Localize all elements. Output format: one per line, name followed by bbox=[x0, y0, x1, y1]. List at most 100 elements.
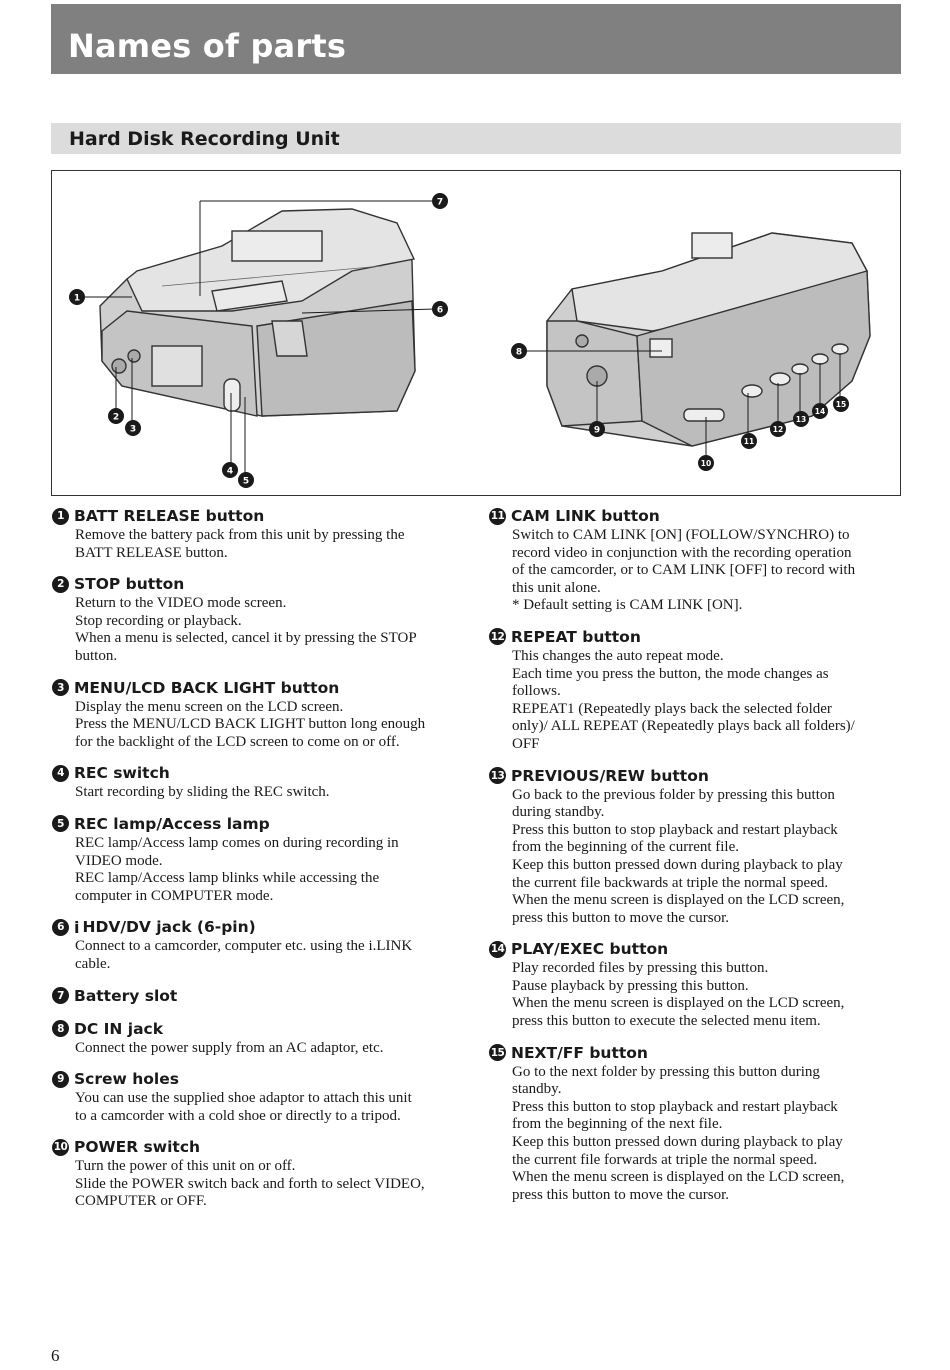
device-front-view bbox=[99, 208, 416, 417]
description-line: You can use the supplied shoe adaptor to… bbox=[75, 1090, 412, 1107]
description-line: only)/ ALL REPEAT (Repeatedly plays back… bbox=[512, 718, 855, 735]
part-number-badge: 4 bbox=[52, 764, 69, 782]
callout-5: 5 bbox=[238, 472, 254, 488]
part-number-badge: 12 bbox=[489, 628, 506, 646]
part-number-badge: 13 bbox=[489, 767, 506, 785]
part-number-badge: 1 bbox=[52, 507, 69, 525]
part-description: Return to the VIDEO mode screen.Stop rec… bbox=[75, 595, 472, 665]
part-description: Play recorded files by pressing this but… bbox=[512, 960, 904, 1030]
description-line: for the backlight of the LCD screen to c… bbox=[75, 733, 400, 750]
callout-13: 13 bbox=[793, 411, 809, 427]
ilink-icon: i bbox=[74, 917, 80, 937]
callout-12-label: 12 bbox=[773, 425, 783, 434]
part-description: Start recording by sliding the REC switc… bbox=[75, 784, 472, 802]
description-line: Turn the power of this unit on or off. bbox=[75, 1158, 296, 1175]
part-description: Turn the power of this unit on or off.Sl… bbox=[75, 1158, 472, 1211]
device-rear-view bbox=[546, 232, 871, 447]
description-line: Press this button to stop playback and r… bbox=[512, 1098, 838, 1115]
page-title: Names of parts bbox=[68, 27, 347, 65]
part-number-badge: 3 bbox=[52, 679, 69, 697]
description-line: Go to the next folder by pressing this b… bbox=[512, 1063, 820, 1080]
description-line: Start recording by sliding the REC switc… bbox=[75, 784, 330, 801]
description-line: Connect to a camcorder, computer etc. us… bbox=[75, 938, 413, 955]
description-line: of the camcorder, or to CAM LINK [OFF] t… bbox=[512, 562, 856, 579]
description-line: to a camcorder with a cold shoe or direc… bbox=[75, 1107, 401, 1124]
description-line: the current file forwards at triple the … bbox=[512, 1151, 818, 1168]
callout-10-label: 10 bbox=[701, 459, 711, 468]
description-line: When the menu screen is displayed on the… bbox=[512, 995, 845, 1012]
part-title: PREVIOUS/REW button bbox=[511, 766, 709, 785]
part-title: MENU/LCD BACK LIGHT button bbox=[74, 678, 340, 697]
part-number-badge: 11 bbox=[489, 507, 506, 525]
part-description: Go back to the previous folder by pressi… bbox=[512, 787, 904, 928]
part-number-badge: 14 bbox=[489, 940, 506, 958]
part-description: Connect to a camcorder, computer etc. us… bbox=[75, 938, 472, 973]
description-line: * Default setting is CAM LINK [ON]. bbox=[512, 597, 743, 614]
callout-2-label: 2 bbox=[113, 413, 119, 423]
description-line: cable. bbox=[75, 955, 111, 972]
parts-diagram: 1 2 3 4 5 6 7 8 bbox=[51, 170, 901, 496]
part-title: REC lamp/Access lamp bbox=[74, 814, 270, 833]
part-number-badge: 2 bbox=[52, 575, 69, 593]
part-item-header: 3 MENU/LCD BACK LIGHT button bbox=[52, 677, 472, 699]
description-line: REC lamp/Access lamp comes on during rec… bbox=[75, 834, 399, 851]
callout-3-label: 3 bbox=[130, 425, 136, 435]
description-line: press this button to move the cursor. bbox=[512, 909, 730, 926]
callout-15: 15 bbox=[833, 396, 849, 412]
part-item-header: 1 BATT RELEASE button bbox=[52, 505, 472, 527]
part-description: Switch to CAM LINK [ON] (FOLLOW/SYNCHRO)… bbox=[512, 527, 904, 615]
description-line: REPEAT1 (Repeatedly plays back the selec… bbox=[512, 700, 832, 717]
description-line: Keep this button pressed down during pla… bbox=[512, 1134, 843, 1151]
part-title: BATT RELEASE button bbox=[74, 507, 265, 525]
description-line: When a menu is selected, cancel it by pr… bbox=[75, 630, 417, 647]
part-item-13: 13 PREVIOUS/REW button Go back to the prev… bbox=[489, 765, 904, 928]
callout-6-label: 6 bbox=[437, 306, 443, 316]
part-item-header: 5 REC lamp/Access lamp bbox=[52, 813, 472, 835]
callout-11: 11 bbox=[741, 433, 757, 449]
part-number-badge: 5 bbox=[52, 815, 69, 833]
description-line: Press the MENU/LCD BACK LIGHT button lon… bbox=[75, 716, 426, 733]
description-line: Press this button to stop playback and r… bbox=[512, 821, 838, 838]
part-number-badge: 10 bbox=[52, 1138, 69, 1156]
description-line: BATT RELEASE button. bbox=[75, 544, 228, 561]
description-line: from the beginning of the next file. bbox=[512, 1116, 723, 1133]
part-title: STOP button bbox=[74, 575, 185, 594]
part-description: Go to the next folder by pressing this b… bbox=[512, 1064, 904, 1205]
callout-8: 8 bbox=[511, 343, 527, 359]
part-number-badge: 9 bbox=[52, 1070, 69, 1088]
part-number-badge: 8 bbox=[52, 1020, 69, 1037]
description-line: REC lamp/Access lamp blinks while access… bbox=[75, 870, 380, 887]
section-heading: Hard Disk Recording Unit bbox=[69, 128, 340, 150]
description-line: Slide the POWER switch back and forth to… bbox=[75, 1175, 425, 1192]
description-line: OFF bbox=[512, 735, 540, 752]
description-line: When the menu screen is displayed on the… bbox=[512, 892, 845, 909]
callout-15-label: 15 bbox=[836, 400, 846, 409]
description-line: during standby. bbox=[512, 804, 605, 821]
description-line: VIDEO mode. bbox=[75, 852, 163, 869]
callout-7: 7 bbox=[432, 193, 448, 209]
description-line: Return to the VIDEO mode screen. bbox=[75, 595, 287, 612]
description-line: standby. bbox=[512, 1081, 562, 1098]
description-line: follows. bbox=[512, 683, 561, 700]
part-description: Remove the battery pack from this unit b… bbox=[75, 527, 472, 562]
description-line: button. bbox=[75, 647, 118, 664]
description-line: press this button to execute the selecte… bbox=[512, 1013, 821, 1030]
description-line: Stop recording or playback. bbox=[75, 612, 242, 629]
